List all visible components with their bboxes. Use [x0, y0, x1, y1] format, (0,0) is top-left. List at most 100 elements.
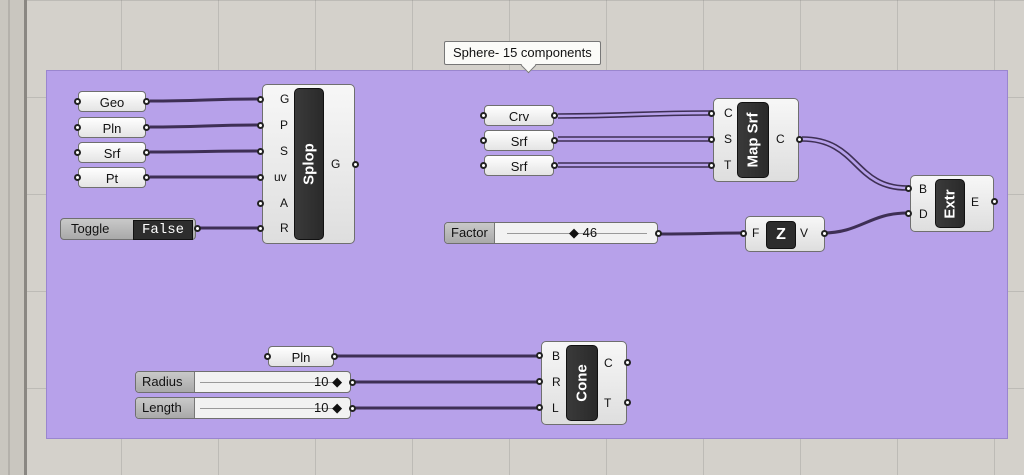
unitz-out-v: V	[800, 226, 809, 240]
splop-in-g: G	[280, 92, 290, 106]
toggle-label: Toggle	[71, 221, 110, 236]
radius-slider[interactable]: Radius 10 ◆	[135, 371, 351, 393]
cone-port-out-c[interactable]	[624, 359, 631, 366]
length-out-port[interactable]	[349, 405, 356, 412]
splop-component[interactable]: Splop	[262, 84, 355, 244]
geo-in-port[interactable]	[74, 98, 81, 105]
cone-port-out-t[interactable]	[624, 399, 631, 406]
splop-title: Splop	[300, 143, 318, 185]
length-track[interactable]	[200, 408, 340, 409]
mapsrf-component[interactable]: Map Srf	[713, 98, 799, 182]
srf2-out-port[interactable]	[551, 137, 558, 144]
cone-title: Cone	[573, 364, 591, 402]
pln-in-port[interactable]	[74, 124, 81, 131]
pt-out-port[interactable]	[143, 174, 150, 181]
length-value[interactable]: 10 ◆	[314, 400, 343, 415]
cone-port-l[interactable]	[536, 404, 543, 411]
srf3-out-port[interactable]	[551, 162, 558, 169]
toggle-value[interactable]: False	[133, 220, 193, 240]
splop-in-p: P	[280, 118, 289, 132]
length-slider[interactable]: Length 10 ◆	[135, 397, 351, 419]
srf-in-port[interactable]	[74, 149, 81, 156]
cone-pln-label: Pln	[291, 350, 311, 365]
extr-core[interactable]: Extr	[935, 179, 965, 228]
unitz-in-f: F	[752, 226, 760, 240]
group-tooltip-text: Sphere- 15 components	[453, 45, 592, 60]
crv-label: Crv	[508, 109, 530, 124]
cone-port-r[interactable]	[536, 378, 543, 385]
mapsrf-port-c[interactable]	[708, 110, 715, 117]
radius-track[interactable]	[200, 382, 340, 383]
toggle-out-port[interactable]	[194, 225, 201, 232]
unitz-core[interactable]: Z	[766, 221, 796, 249]
geo-param[interactable]: Geo	[78, 91, 146, 112]
mapsrf-port-s[interactable]	[708, 136, 715, 143]
srf-out-port[interactable]	[143, 149, 150, 156]
srf-param-2[interactable]: Srf	[484, 130, 554, 151]
pln-out-port[interactable]	[143, 124, 150, 131]
crv-out-port[interactable]	[551, 112, 558, 119]
cone-out-t: T	[604, 396, 612, 410]
extr-port-d[interactable]	[905, 210, 912, 217]
boolean-toggle[interactable]: Toggle False	[60, 218, 196, 240]
extr-port-b[interactable]	[905, 185, 912, 192]
splop-port-r[interactable]	[257, 225, 264, 232]
cone-pln-in-port[interactable]	[264, 353, 271, 360]
canvas-left-edge	[0, 0, 27, 475]
splop-port-a[interactable]	[257, 200, 264, 207]
extr-component[interactable]: Extr	[910, 175, 994, 232]
factor-value[interactable]: ◆ 46	[569, 225, 598, 240]
srf3-in-port[interactable]	[480, 162, 487, 169]
crv-in-port[interactable]	[480, 112, 487, 119]
unitz-component[interactable]: Z	[745, 216, 825, 252]
factor-slider[interactable]: Factor ◆ 46	[444, 222, 658, 244]
cone-core[interactable]: Cone	[566, 345, 598, 421]
factor-track[interactable]	[507, 233, 647, 234]
splop-port-out-g[interactable]	[352, 161, 359, 168]
factor-out-port[interactable]	[655, 230, 662, 237]
extr-in-b: B	[919, 182, 928, 196]
unitz-port-out-v[interactable]	[821, 230, 828, 237]
srf-param[interactable]: Srf	[78, 142, 146, 163]
srf-label-3: Srf	[510, 159, 528, 174]
srf-label: Srf	[103, 146, 121, 161]
srf-label-2: Srf	[510, 134, 528, 149]
splop-in-a: A	[280, 196, 289, 210]
crv-param[interactable]: Crv	[484, 105, 554, 126]
radius-out-port[interactable]	[349, 379, 356, 386]
mapsrf-out-c: C	[776, 132, 785, 146]
pln-param[interactable]: Pln	[78, 117, 146, 138]
cone-pln-param[interactable]: Pln	[268, 346, 334, 367]
splop-port-g[interactable]	[257, 96, 264, 103]
mapsrf-in-c: C	[724, 106, 733, 120]
pt-in-port[interactable]	[74, 174, 81, 181]
extr-port-out-e[interactable]	[991, 198, 998, 205]
pt-label: Pt	[105, 171, 119, 186]
length-label: Length	[136, 398, 195, 418]
splop-port-s[interactable]	[257, 148, 264, 155]
pt-param[interactable]: Pt	[78, 167, 146, 188]
cone-pln-out-port[interactable]	[331, 353, 338, 360]
geo-out-port[interactable]	[143, 98, 150, 105]
splop-out-g: G	[331, 157, 341, 171]
pln-label: Pln	[102, 121, 122, 136]
extr-out-e: E	[971, 195, 980, 209]
splop-port-p[interactable]	[257, 122, 264, 129]
cone-in-r: R	[552, 375, 561, 389]
mapsrf-core[interactable]: Map Srf	[737, 102, 769, 178]
cone-component[interactable]: Cone	[541, 341, 627, 425]
radius-label: Radius	[136, 372, 195, 392]
splop-port-uv[interactable]	[257, 174, 264, 181]
radius-value[interactable]: 10 ◆	[314, 374, 343, 389]
cone-out-c: C	[604, 356, 613, 370]
mapsrf-title: Map Srf	[744, 112, 762, 168]
mapsrf-in-t: T	[724, 158, 732, 172]
splop-core[interactable]: Splop	[294, 88, 324, 240]
mapsrf-port-t[interactable]	[708, 162, 715, 169]
mapsrf-port-out-c[interactable]	[796, 136, 803, 143]
unitz-port-f[interactable]	[740, 230, 747, 237]
cone-port-b[interactable]	[536, 352, 543, 359]
srf2-in-port[interactable]	[480, 137, 487, 144]
splop-in-r: R	[280, 221, 289, 235]
srf-param-3[interactable]: Srf	[484, 155, 554, 176]
